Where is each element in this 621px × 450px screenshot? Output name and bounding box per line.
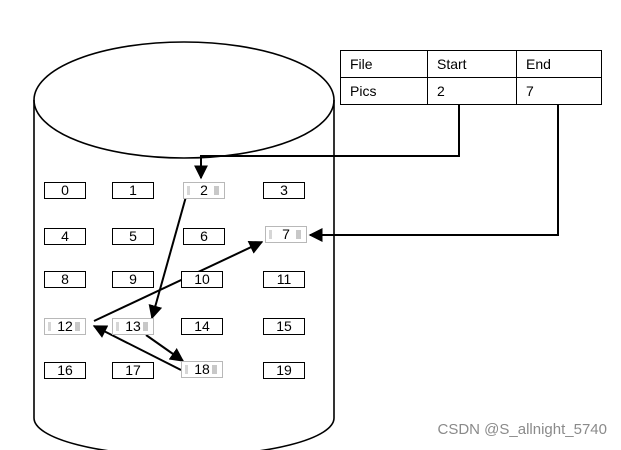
link-12-to-7-arrow	[93, 241, 264, 322]
block-11: 11	[263, 271, 305, 288]
block-18: 18	[181, 361, 223, 378]
link-18-to-12-arrow	[92, 325, 182, 371]
block-13: 13	[112, 318, 154, 335]
end-pointer-arrow	[308, 104, 559, 242]
block-2: 2	[183, 182, 225, 199]
block-3: 3	[263, 182, 305, 199]
watermark-text: CSDN @S_allnight_5740	[437, 421, 608, 438]
block-8: 8	[44, 271, 86, 288]
block-19: 19	[263, 362, 305, 379]
block-6: 6	[183, 228, 225, 245]
block-16: 16	[44, 362, 86, 379]
block-7: 7	[265, 226, 307, 243]
block-1: 1	[112, 182, 154, 199]
file-directory-table: File Start End Pics 2 7	[340, 50, 603, 105]
block-0: 0	[44, 182, 86, 199]
block-12: 12	[44, 318, 86, 335]
start-pointer-arrow	[194, 104, 460, 180]
block-4: 4	[44, 228, 86, 245]
table-row: Pics 2 7	[340, 77, 603, 105]
block-14: 14	[181, 318, 223, 335]
block-9: 9	[112, 271, 154, 288]
header-end: End	[515, 50, 603, 78]
cell-end: 7	[515, 77, 603, 105]
disk-cylinder	[33, 41, 335, 450]
cell-start: 2	[426, 77, 517, 105]
header-file: File	[340, 50, 428, 78]
link-13-to-18-arrow	[145, 334, 185, 362]
block-10: 10	[181, 271, 223, 288]
pointer-arrows	[92, 104, 559, 371]
link-2-to-13-arrow	[148, 192, 188, 320]
table-header-row: File Start End	[340, 50, 603, 78]
block-5: 5	[112, 228, 154, 245]
cell-file: Pics	[340, 77, 428, 105]
block-17: 17	[112, 362, 154, 379]
header-start: Start	[426, 50, 517, 78]
block-15: 15	[263, 318, 305, 335]
